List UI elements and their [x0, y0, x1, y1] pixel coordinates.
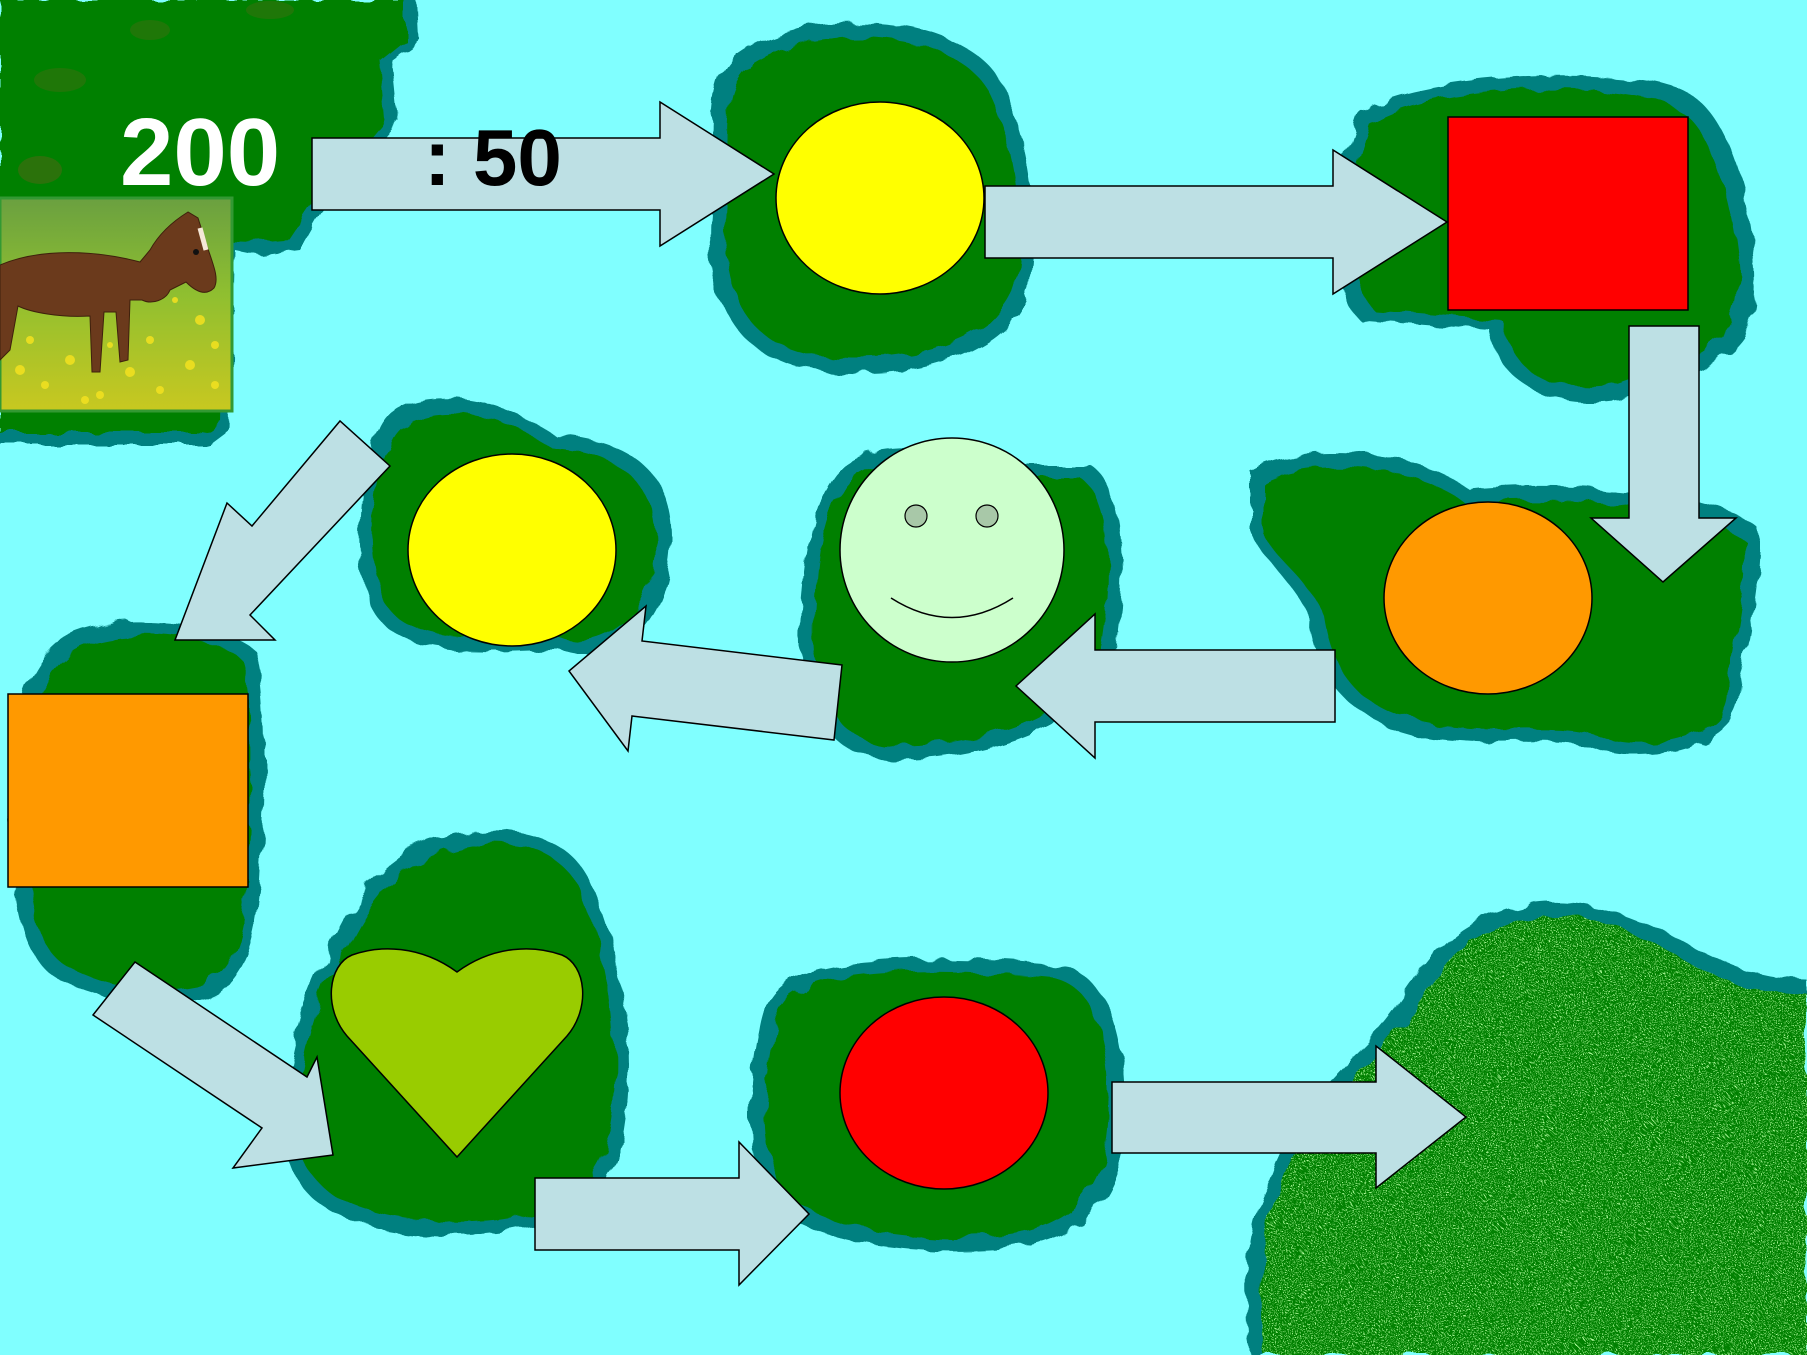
first-operation-label: : 50 — [424, 118, 562, 198]
smiley-left-eye — [905, 505, 927, 527]
smiley-face-step-4[interactable] — [840, 438, 1064, 662]
smiley-right-eye — [976, 505, 998, 527]
red-circle-step-8[interactable] — [840, 997, 1048, 1189]
orange-circle-step-3[interactable] — [1384, 502, 1592, 694]
yellow-circle-step-5[interactable] — [408, 454, 616, 646]
red-square-step-2[interactable] — [1448, 117, 1688, 310]
orange-square-step-6[interactable] — [8, 694, 248, 887]
start-number: 200 — [120, 105, 280, 201]
yellow-circle-step-1[interactable] — [776, 102, 984, 294]
arrow-to-orange-square — [175, 421, 390, 640]
horse-photo — [0, 198, 232, 411]
